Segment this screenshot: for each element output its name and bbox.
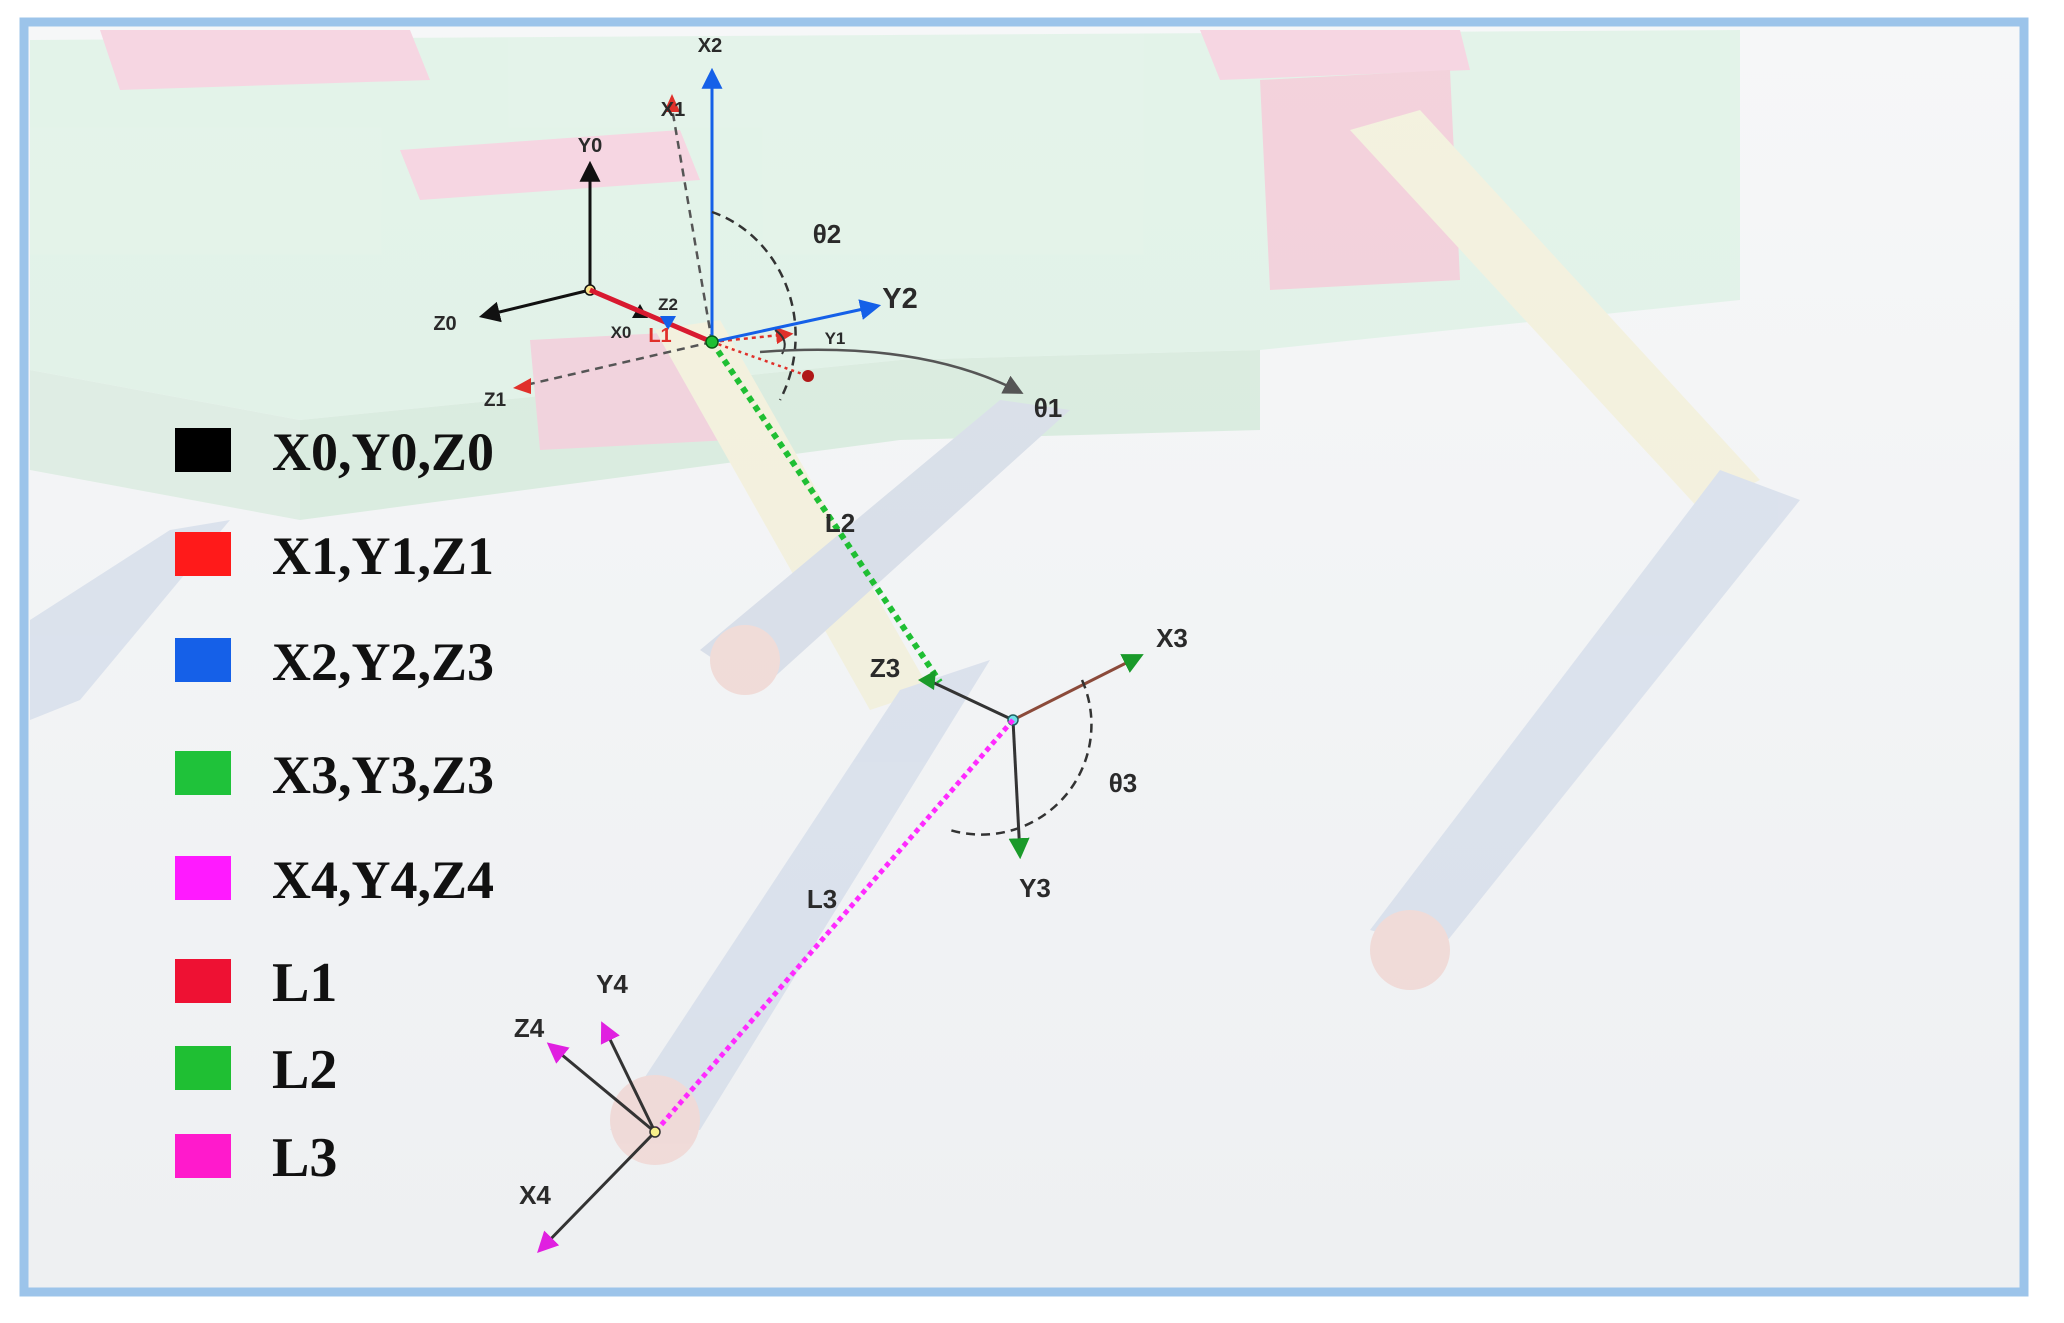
label-y4: Y4 [596,969,628,999]
frame-1 [513,94,814,394]
legend-swatch [175,959,231,1003]
pad-2 [400,130,700,200]
label-x2: X2 [698,35,722,57]
leg-lower-rear [1370,470,1800,950]
legend-label: X3,Y3,Z3 [272,745,494,805]
legend-swatch [175,532,231,576]
link-l3 [653,718,1015,1134]
legend-label: X1,Y1,Z1 [272,526,494,586]
leg-upper-front [655,320,930,710]
axis-z1-arrowhead [513,378,531,394]
legend-label: X2,Y2,Z3 [272,632,494,692]
leg-upper-rear [1350,110,1760,510]
label-y0: Y0 [578,135,602,157]
label-y2: Y2 [882,283,917,315]
label-y3: Y3 [1019,873,1051,903]
axis-y2 [711,299,882,344]
axis-x1-arrowhead [664,94,680,112]
label-x1: X1 [661,99,685,121]
legend-swatch [175,856,231,900]
label-z2: Z2 [658,295,678,314]
legend-swatch [175,1134,231,1178]
label-l1: L1 [648,325,671,347]
label-z4: Z4 [514,1013,545,1043]
foot-back [710,625,780,695]
leg-lower-front [610,660,990,1130]
frame-3 [918,654,1144,860]
joint-4 [649,1126,661,1138]
legend-swatch [175,1046,231,1090]
label-theta3: θ3 [1109,768,1138,798]
legend-label: L2 [272,1039,337,1101]
leg-lower-back [700,400,1070,690]
legend-swatch [175,638,231,682]
axis-z4 [546,1042,656,1134]
axis-y3 [1008,719,1030,860]
label-z0: Z0 [433,313,456,335]
link-l1 [589,287,713,345]
legend: X0,Y0,Z0X1,Y1,Z1X2,Y2,Z3X3,Y3,Z3X4,Y4,Z4… [175,422,494,1189]
axis-x3 [1012,654,1144,722]
label-z1: Z1 [484,390,507,411]
label-theta1: θ1 [1034,393,1063,423]
axis-y4 [600,1021,657,1133]
legend-label: L1 [272,952,337,1014]
body-side-left [30,370,300,520]
theta1-ref-line [711,340,809,378]
axis-z0 [478,288,591,323]
theta1-ref-point [802,370,814,382]
label-l2: L2 [825,508,855,538]
axis-z3-line [929,679,1014,722]
axis-z1-line [529,340,713,386]
label-x4: X4 [519,1180,551,1210]
pad-3 [1200,30,1470,80]
label-l3: L3 [807,884,837,914]
axis-x1-line [670,107,714,343]
label-x0: X0 [611,323,632,342]
label-theta2: θ2 [813,219,842,249]
theta2-arc [711,210,797,401]
label-x3: X3 [1156,623,1188,653]
axis-y1 [711,326,794,345]
axis-x4 [537,1130,657,1254]
foot-front [610,1075,700,1165]
pad-1 [100,30,430,90]
axis-z3-arrowhead [918,670,936,690]
frame-2 [660,67,882,401]
joint-1-2 [705,335,719,349]
foot-rear [1370,910,1450,990]
theta1-arc [759,348,1024,394]
legend-label: X0,Y0,Z0 [272,422,494,482]
link-l2 [709,340,943,684]
label-z3: Z3 [870,653,900,683]
legend-swatch [175,751,231,795]
label-y1: Y1 [825,329,846,348]
axis-z2-arrowhead [660,316,676,330]
legend-label: X4,Y4,Z4 [272,850,494,910]
legend-label: L3 [272,1127,337,1189]
theta3-arc [949,679,1093,836]
frame-4 [537,1021,661,1254]
legend-swatch [175,428,231,472]
